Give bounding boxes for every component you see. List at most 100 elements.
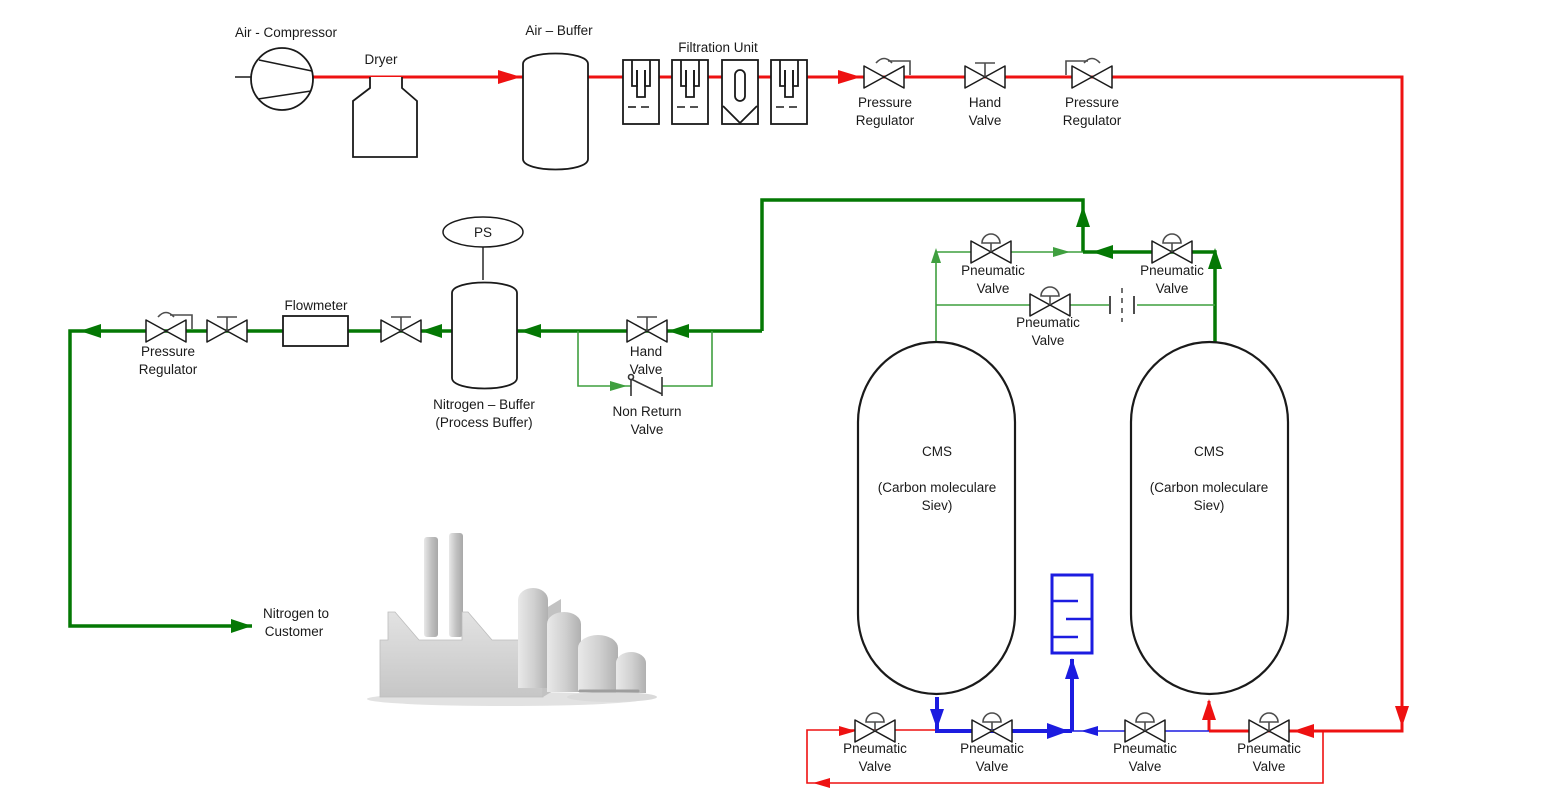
- hand-valve-3-symbol: [381, 317, 421, 342]
- nitrogen-buffer-label: (Process Buffer): [435, 415, 532, 430]
- air-compressor-symbol: [250, 47, 314, 111]
- pneumatic-valve-bottom-2-label: Valve: [976, 759, 1009, 774]
- hand-valve-4-label: Valve: [630, 362, 663, 377]
- nitrogen-buffer-vessel: [451, 281, 518, 390]
- pneumatic-valve-bottom-2-symbol: [972, 713, 1012, 742]
- nitrogen-to-customer-label: Nitrogen to: [263, 606, 329, 621]
- factory-illustration: [367, 533, 657, 706]
- pressure-regulator-2-label: Regulator: [1063, 113, 1122, 128]
- filter-2: [671, 59, 709, 125]
- flow-arrow: [520, 324, 541, 338]
- pneumatic-valve-bottom-1-symbol: [855, 713, 895, 742]
- flow-arrow: [1076, 206, 1090, 227]
- pressure-regulator-1-label: Pressure: [858, 95, 912, 110]
- pneumatic-valve-bottom-4-symbol: [1249, 713, 1289, 742]
- pneumatic-valve-equalization-symbol: [1030, 287, 1070, 316]
- pneumatic-valve-top-left-label: Pneumatic: [961, 263, 1025, 278]
- flow-arrow: [1092, 245, 1113, 259]
- flow-arrow: [231, 619, 252, 633]
- pneumatic-valve-equalization-label: Pneumatic: [1016, 315, 1080, 330]
- pressure-regulator-3-label: Regulator: [139, 362, 198, 377]
- pneumatic-valve-top-left-symbol: [971, 234, 1011, 263]
- flow-arrow: [610, 381, 627, 391]
- hand-valve-1-label: Valve: [969, 113, 1002, 128]
- pneumatic-valve-top-right-label: Valve: [1156, 281, 1189, 296]
- cms-left-label: (Carbon moleculare: [878, 480, 997, 495]
- feed-air-loop-pipe: [806, 729, 1324, 784]
- pressure-regulator-3-label: Pressure: [141, 344, 195, 359]
- flow-arrows-blue: [930, 658, 1098, 739]
- flow-arrows-green: [80, 206, 1222, 633]
- pneumatic-valve-bottom-3-label: Valve: [1129, 759, 1162, 774]
- pressure-regulator-1-label: Regulator: [856, 113, 915, 128]
- flow-arrows-green-light: [610, 247, 1070, 391]
- cms-left-vessel: [856, 340, 1017, 696]
- hand-valve-4-symbol: [627, 317, 667, 342]
- flow-arrow: [838, 70, 861, 84]
- ps-indicator-symbol: [442, 216, 524, 248]
- flow-arrow: [931, 248, 941, 263]
- hand-valve-2-symbol: [207, 317, 247, 342]
- air-buffer-label: Air – Buffer: [525, 23, 593, 38]
- air-compressor-label: Air - Compressor: [235, 25, 338, 40]
- pneumatic-valve-bottom-4-label: Pneumatic: [1237, 741, 1301, 756]
- flow-arrow: [1395, 706, 1409, 727]
- hand-valve-4-label: Hand: [630, 344, 662, 359]
- flow-arrow: [421, 324, 442, 338]
- flow-arrow: [930, 709, 944, 729]
- flow-arrow: [1047, 723, 1069, 739]
- cms-right-vessel: [1129, 340, 1290, 696]
- non-return-valve-label: Valve: [631, 422, 664, 437]
- pressure-regulator-1-symbol: [864, 59, 910, 89]
- flow-arrow: [1202, 699, 1216, 720]
- hand-valve-1-label: Hand: [969, 95, 1001, 110]
- pneumatic-valve-top-right-label: Pneumatic: [1140, 263, 1204, 278]
- restriction-orifice-symbol: [1109, 288, 1135, 322]
- flow-arrows-red: [498, 70, 1409, 788]
- pneumatic-valve-top-left-label: Valve: [977, 281, 1010, 296]
- flow-arrow: [1293, 724, 1314, 738]
- pressure-regulator-2-label: Pressure: [1065, 95, 1119, 110]
- pressure-regulator-3-symbol: [146, 313, 192, 343]
- filtration-unit: [622, 59, 808, 125]
- flow-arrow: [1065, 658, 1079, 679]
- pressure-regulator-2-symbol: [1066, 59, 1112, 89]
- cms-left-label: CMS: [922, 444, 952, 459]
- nitrogen-to-customer-label: Customer: [265, 624, 324, 639]
- pneumatic-valve-bottom-3-symbol: [1125, 713, 1165, 742]
- pneumatic-valve-equalization-label: Valve: [1032, 333, 1065, 348]
- flow-arrow: [80, 324, 101, 338]
- flowmeter-symbol: [282, 315, 349, 347]
- muffler-symbol: [1050, 573, 1094, 655]
- non-return-valve-label: Non Return: [612, 404, 681, 419]
- filter-1: [622, 59, 660, 125]
- filter-4: [770, 59, 808, 125]
- pneumatic-valve-bottom-1-label: Pneumatic: [843, 741, 907, 756]
- flow-arrow: [839, 726, 856, 736]
- ps-label: PS: [474, 225, 492, 240]
- labels: Air - Compressor Dryer Air – Buffer Filt…: [139, 23, 1301, 774]
- pneumatic-valve-top-right-symbol: [1152, 234, 1192, 263]
- flow-arrow: [1208, 248, 1222, 269]
- cms-right-label: Siev): [1194, 498, 1225, 513]
- pneumatic-valve-bottom-4-label: Valve: [1253, 759, 1286, 774]
- flow-arrow: [1081, 726, 1098, 736]
- nitrogen-buffer-label: Nitrogen – Buffer: [433, 397, 535, 412]
- hand-valve-1-symbol: [965, 63, 1005, 88]
- cms-right-label: (Carbon moleculare: [1150, 480, 1269, 495]
- filter-3: [721, 59, 759, 125]
- non-return-valve-symbol: [627, 373, 663, 396]
- dryer-label: Dryer: [365, 52, 399, 67]
- flow-arrow: [1053, 247, 1070, 257]
- cms-left-label: Siev): [922, 498, 953, 513]
- flow-arrow: [813, 778, 830, 788]
- pneumatic-valve-bottom-3-label: Pneumatic: [1113, 741, 1177, 756]
- pneumatic-valve-bottom-2-label: Pneumatic: [960, 741, 1024, 756]
- flow-arrow: [498, 70, 521, 84]
- flowmeter-label: Flowmeter: [284, 298, 348, 313]
- cms-right-label: CMS: [1194, 444, 1224, 459]
- dryer-symbol: [352, 77, 418, 158]
- pneumatic-valve-bottom-1-label: Valve: [859, 759, 892, 774]
